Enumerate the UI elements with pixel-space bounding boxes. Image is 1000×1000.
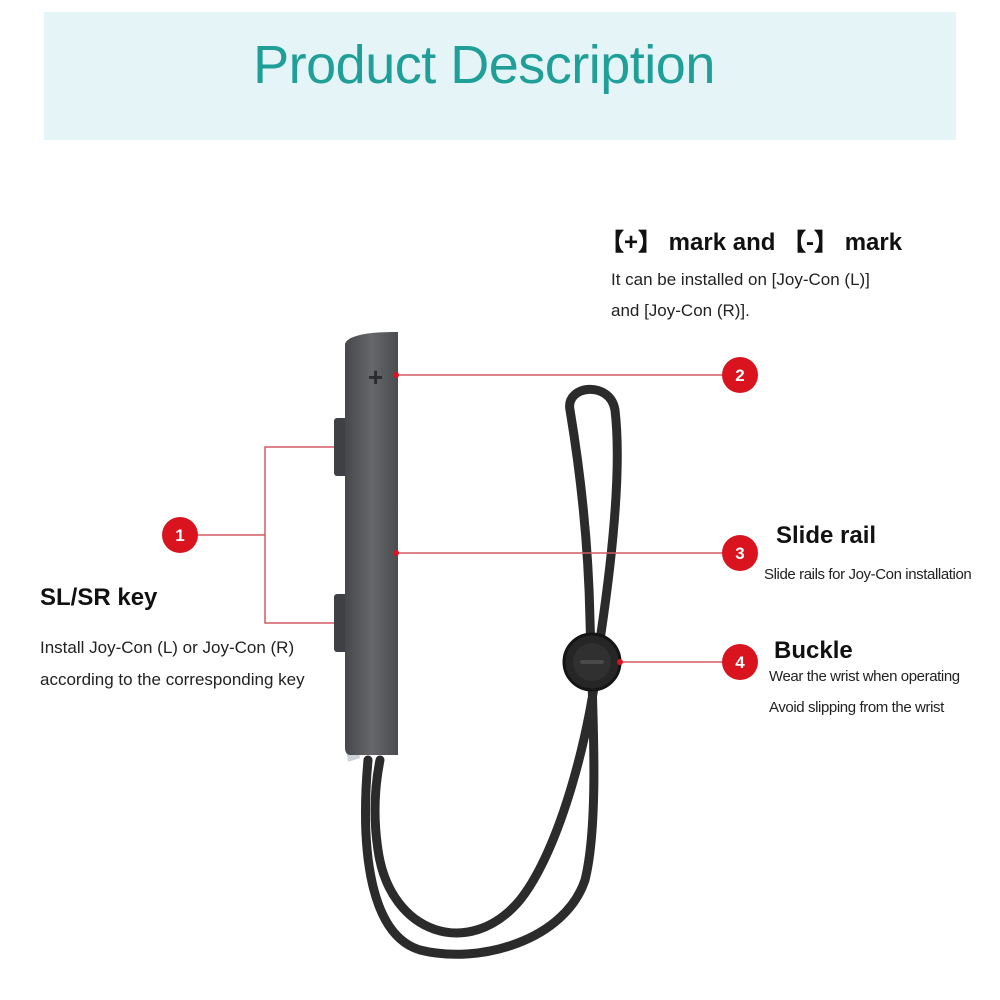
- callout-3-heading: Slide rail: [776, 522, 877, 549]
- callout-2-line-2: and [Joy-Con (R)].: [611, 301, 750, 320]
- callout-4-heading: Buckle: [774, 637, 853, 664]
- callout-1-line-2: according to the corresponding key: [40, 670, 305, 689]
- header-banner: [44, 12, 956, 140]
- badge-2: 2: [722, 357, 758, 393]
- callout-2-line-1: It can be installed on [Joy-Con (L)]: [611, 270, 870, 289]
- badge-3: 3: [722, 535, 758, 571]
- callout-1-line-1: Install Joy-Con (L) or Joy-Con (R): [40, 638, 295, 657]
- page-title: Product Description: [253, 35, 715, 95]
- badge-1: 1: [162, 517, 198, 553]
- callout-4-line-1: Wear the wrist when operating: [769, 668, 960, 685]
- leader-lines: [198, 374, 722, 663]
- badge-4: 4: [722, 644, 758, 680]
- svg-text:3: 3: [735, 544, 744, 563]
- svg-text:2: 2: [735, 366, 744, 385]
- wrist-strap-loop: [361, 384, 622, 959]
- callout-2-heading: 【+】 mark and 【-】 mark: [600, 229, 903, 256]
- leader-1: [264, 446, 334, 624]
- callout-3-line-1: Slide rails for Joy-Con installation: [764, 566, 972, 583]
- svg-text:1: 1: [175, 526, 184, 545]
- callout-4-line-2: Avoid slipping from the wrist: [769, 699, 944, 716]
- plus-mark: +: [368, 362, 383, 392]
- joycon-rail-body: [345, 332, 398, 755]
- svg-text:4: 4: [735, 653, 745, 672]
- callout-1-heading: SL/SR key: [40, 584, 158, 611]
